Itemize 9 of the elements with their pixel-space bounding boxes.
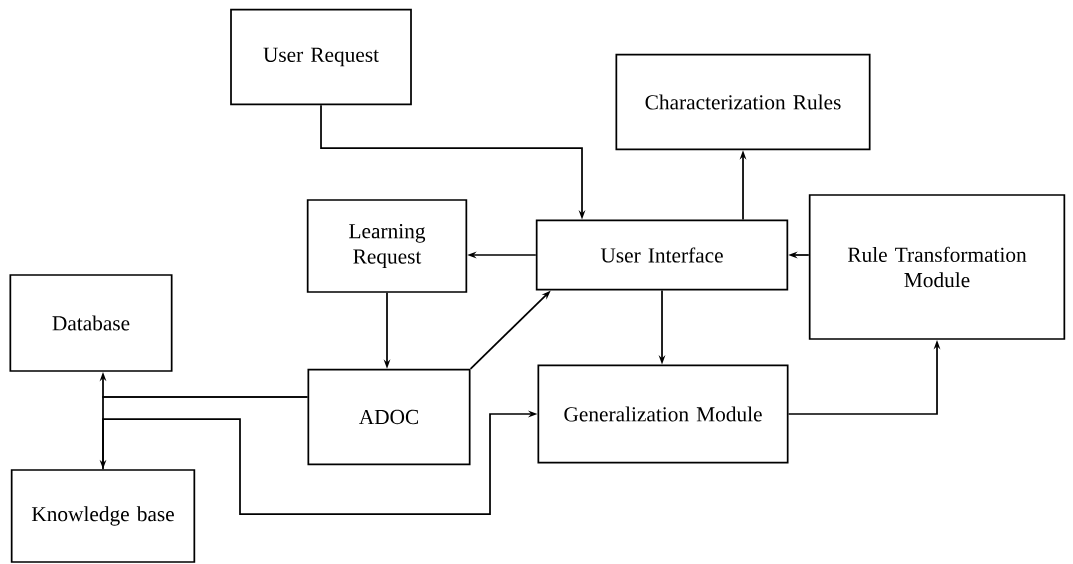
process-box: Generalization Module: [537, 364, 789, 464]
process-box: Characterization Rules: [615, 53, 871, 151]
process-box: ADOC: [307, 368, 471, 466]
process-box: Knowledge base: [10, 469, 196, 563]
process-box: Learning Request: [306, 199, 468, 293]
process-box: User Request: [230, 8, 412, 106]
process-box: Rule Transformation Module: [808, 194, 1066, 340]
process-box: User Interface: [535, 219, 789, 291]
process-box: Database: [9, 274, 173, 372]
